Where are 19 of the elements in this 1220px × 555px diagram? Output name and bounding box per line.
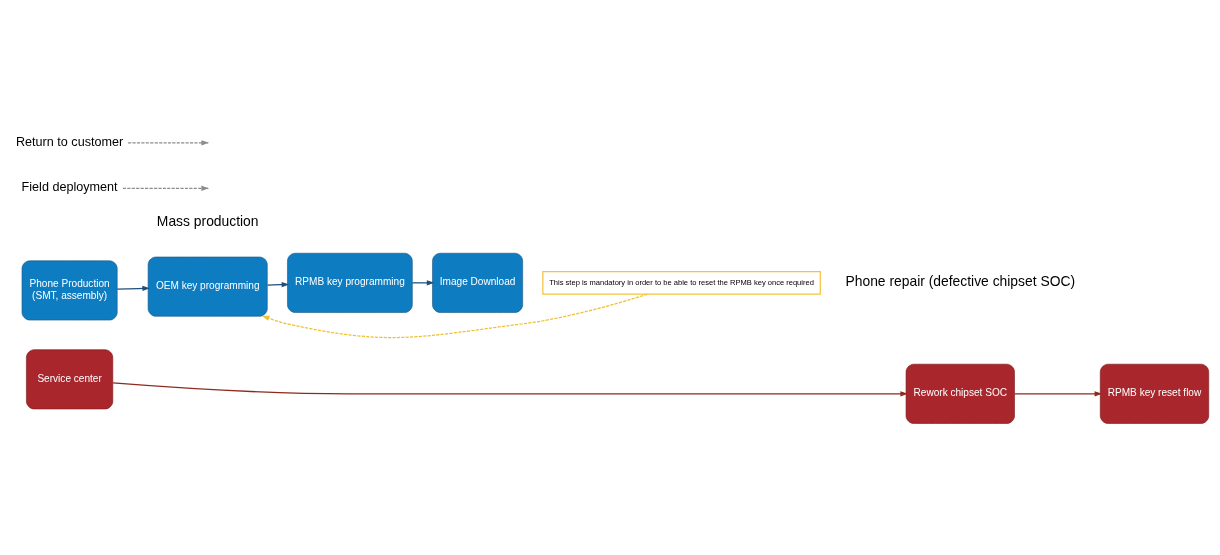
arrow [1014, 391, 1103, 397]
label: Mass production [156, 213, 259, 230]
node-box: Phone Production (SMT, assembly) [21, 260, 118, 321]
node-box: Rework chipset SOC [905, 363, 1015, 424]
node-text: Field deployment [21, 180, 118, 195]
arrow [122, 185, 209, 191]
arrow [266, 282, 290, 288]
node-text: Return to customer [15, 135, 124, 150]
node-box: Service center [26, 349, 114, 410]
node-box: Image Download [432, 252, 523, 313]
arrow [261, 293, 648, 339]
arrow [411, 280, 435, 286]
arrow [127, 140, 209, 146]
node-box: RPMB key programming [287, 252, 413, 313]
node-box: RPMB key reset flow [1099, 363, 1210, 424]
node-box: OEM key programming [147, 256, 268, 317]
arrow [112, 382, 908, 397]
label: Phone repair (defective chipset SOC) [845, 273, 1076, 290]
arrow [116, 285, 150, 292]
